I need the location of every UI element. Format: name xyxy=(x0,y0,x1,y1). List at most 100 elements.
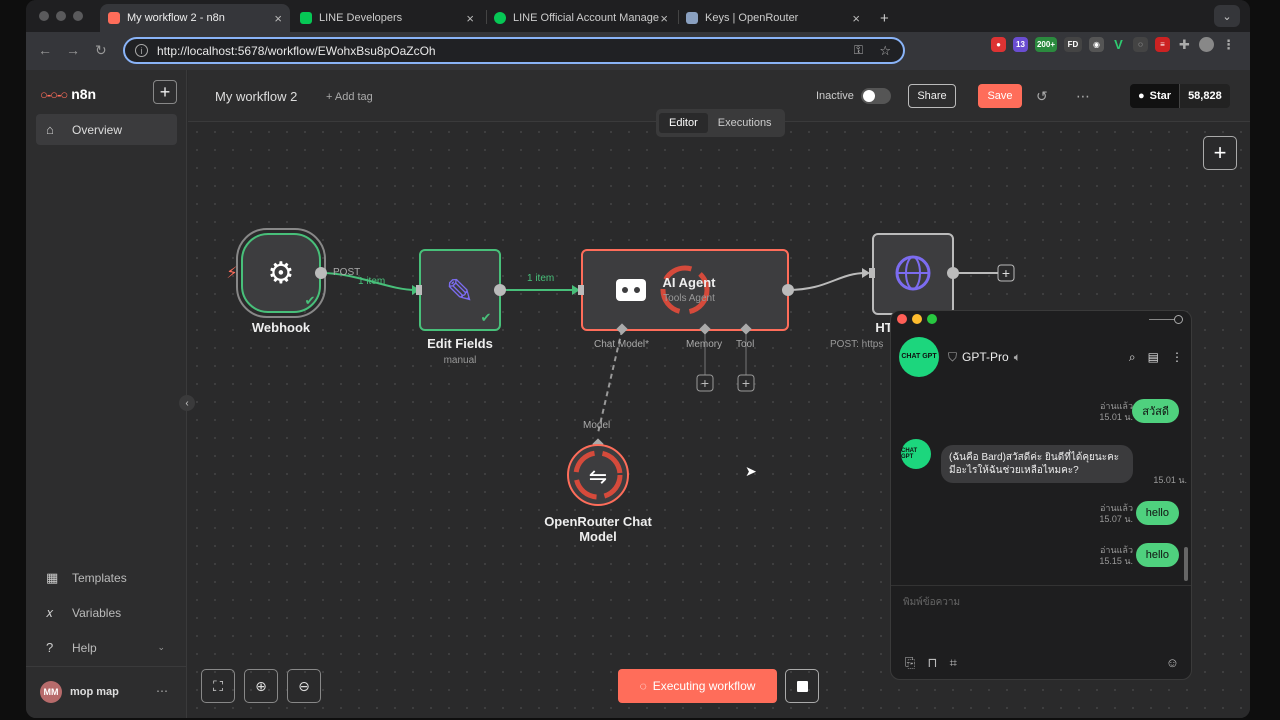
browser-menu-icon[interactable]: ⋮ xyxy=(1222,36,1235,52)
add-tool-button[interactable] xyxy=(737,374,755,392)
close-tab-icon[interactable]: × xyxy=(466,10,474,26)
zoom-in-button[interactable]: ⊕ xyxy=(244,669,278,703)
close-window-icon[interactable] xyxy=(39,11,49,21)
minimize-window-icon[interactable] xyxy=(56,11,66,21)
openrouter-icon: ⇋ xyxy=(589,464,607,489)
fit-view-button[interactable]: ⛶ xyxy=(201,669,235,703)
minimize-window-icon[interactable] xyxy=(912,314,922,324)
notes-icon[interactable]: ▤ xyxy=(1147,349,1159,364)
sidebar-item-variables[interactable]: 𝑥 Variables xyxy=(36,597,177,628)
tab-editor[interactable]: Editor xyxy=(659,113,708,133)
create-workflow-button[interactable]: + xyxy=(153,80,177,104)
tab-search-button[interactable]: ⌄ xyxy=(1214,5,1240,27)
bookmark-star-icon[interactable]: ☆ xyxy=(879,42,891,58)
agent-input-port[interactable] xyxy=(578,285,584,295)
more-options-icon[interactable]: ⋯ xyxy=(156,684,168,698)
tab-line-developers[interactable]: LINE Developers × xyxy=(292,4,482,32)
message-bubble-outgoing[interactable]: hello xyxy=(1135,501,1179,525)
browser-window: My workflow 2 - n8n × LINE Developers × … xyxy=(26,0,1250,718)
bot-name: GPT-Pro xyxy=(962,350,1009,364)
more-actions-icon[interactable]: ⋯ xyxy=(1076,88,1090,104)
bot-avatar[interactable]: CHAT GPT xyxy=(899,337,939,377)
sidebar-item-help[interactable]: ? Help ⌄ xyxy=(36,632,177,663)
extension-green-icon[interactable]: 200+ xyxy=(1035,37,1057,52)
message-bubble-outgoing[interactable]: สวัสดี xyxy=(1132,399,1179,423)
opacity-slider[interactable] xyxy=(1149,319,1179,320)
add-memory-button[interactable] xyxy=(696,374,714,392)
chat-menu-icon[interactable]: ⋮ xyxy=(1171,349,1183,364)
message-bubble-outgoing[interactable]: hello xyxy=(1135,543,1179,567)
http-output-port[interactable] xyxy=(947,267,959,279)
add-tag-link[interactable]: + Add tag xyxy=(326,91,373,103)
chat-model-port[interactable] xyxy=(616,323,628,335)
tab-executions[interactable]: Executions xyxy=(717,117,772,129)
bot-avatar-small[interactable]: CHAT GPT xyxy=(901,439,931,469)
extension-gray-icon[interactable]: ◌ xyxy=(1133,37,1148,52)
zoom-out-button[interactable]: ⊖ xyxy=(287,669,321,703)
model-port-label: Model xyxy=(583,420,611,431)
http-input-port[interactable] xyxy=(869,268,875,278)
workflow-title[interactable]: My workflow 2 xyxy=(215,89,298,104)
close-window-icon[interactable] xyxy=(897,314,907,324)
maximize-window-icon[interactable] xyxy=(73,11,83,21)
profile-avatar-icon[interactable] xyxy=(1199,37,1214,52)
maximize-window-icon[interactable] xyxy=(927,314,937,324)
extension-fd-icon[interactable]: FD xyxy=(1064,37,1082,52)
github-star-button[interactable]: ●Star 58,828 xyxy=(1130,84,1230,108)
new-tab-button[interactable]: + xyxy=(872,4,896,32)
bookmark-icon[interactable]: ⊓ xyxy=(927,655,938,670)
search-icon[interactable]: ⌕ xyxy=(1128,349,1136,364)
memory-port[interactable] xyxy=(699,323,711,335)
robot-eye xyxy=(622,287,628,293)
n8n-logo[interactable]: ○-○-○ n8n xyxy=(40,86,96,102)
close-tab-icon[interactable]: × xyxy=(274,10,282,26)
history-icon[interactable]: ↺ xyxy=(1036,88,1048,104)
crop-icon[interactable]: ⌗ xyxy=(949,655,957,670)
extension-red-icon[interactable]: ● xyxy=(991,37,1006,52)
tab-openrouter-keys[interactable]: Keys | OpenRouter × xyxy=(678,4,868,32)
message-text: สวัสดี xyxy=(1142,406,1169,418)
add-next-node-button[interactable] xyxy=(997,264,1015,282)
edit-fields-output-port[interactable] xyxy=(494,284,506,296)
back-arrow-icon[interactable]: ← xyxy=(38,42,52,58)
url-bar[interactable]: i http://localhost:5678/workflow/EWohxBs… xyxy=(123,37,905,64)
vue-devtools-icon[interactable]: V xyxy=(1114,37,1123,52)
agent-to-http-wire xyxy=(787,272,867,291)
sidebar-item-templates[interactable]: ▦ Templates xyxy=(36,562,177,593)
executing-workflow-button[interactable]: ◌ Executing workflow xyxy=(618,669,777,703)
add-node-button[interactable]: + xyxy=(1203,136,1237,170)
message-input-area[interactable]: พิมพ์ข้อความ ⎘ ⊓ ⌗ ☺ xyxy=(891,585,1191,679)
webhook-output-port[interactable] xyxy=(315,267,327,279)
puzzle-icon[interactable]: ✚ xyxy=(1179,36,1190,52)
close-tab-icon[interactable]: × xyxy=(852,10,860,26)
slider-handle[interactable] xyxy=(1174,315,1183,324)
site-info-icon[interactable]: i xyxy=(135,44,148,57)
stop-execution-button[interactable] xyxy=(785,669,819,703)
tab-divider xyxy=(678,10,679,24)
share-button[interactable]: Share xyxy=(908,84,956,108)
collapse-sidebar-icon[interactable]: ‹ xyxy=(179,395,195,411)
close-tab-icon[interactable]: × xyxy=(660,10,668,26)
agent-output-port[interactable] xyxy=(782,284,794,296)
edit-fields-input-port[interactable] xyxy=(416,285,422,295)
sidebar-item-overview[interactable]: ⌂ Overview xyxy=(36,114,177,145)
extension-purple-icon[interactable]: 13 xyxy=(1013,37,1028,52)
tab-line-official-account[interactable]: LINE Official Account Manage × xyxy=(486,4,676,32)
camera-icon[interactable]: ◉ xyxy=(1089,37,1104,52)
attach-icon[interactable]: ⎘ xyxy=(905,655,916,670)
message-bubble-incoming[interactable]: (ฉันคือ Bard)สวัสดีค่ะ ยินดีที่ได้คุยนะค… xyxy=(941,445,1133,483)
message-time: 15.15 น. xyxy=(1099,556,1133,566)
tab-title: Keys | OpenRouter xyxy=(705,12,799,24)
user-menu[interactable]: MM mop map xyxy=(40,681,119,703)
active-toggle[interactable] xyxy=(861,88,891,104)
key-icon[interactable]: ⚿ xyxy=(853,43,863,57)
reload-icon[interactable]: ↻ xyxy=(95,42,107,58)
extension-lastpass-icon[interactable]: ≡ xyxy=(1155,37,1170,52)
emoji-icon[interactable]: ☺ xyxy=(1165,655,1179,670)
tab-n8n-workflow[interactable]: My workflow 2 - n8n × xyxy=(100,4,290,32)
chat-scrollbar[interactable] xyxy=(1184,547,1188,581)
forward-arrow-icon[interactable]: → xyxy=(66,42,80,58)
ai-agent-node[interactable] xyxy=(581,249,789,331)
save-button[interactable]: Save xyxy=(978,84,1022,108)
tool-port[interactable] xyxy=(740,323,752,335)
